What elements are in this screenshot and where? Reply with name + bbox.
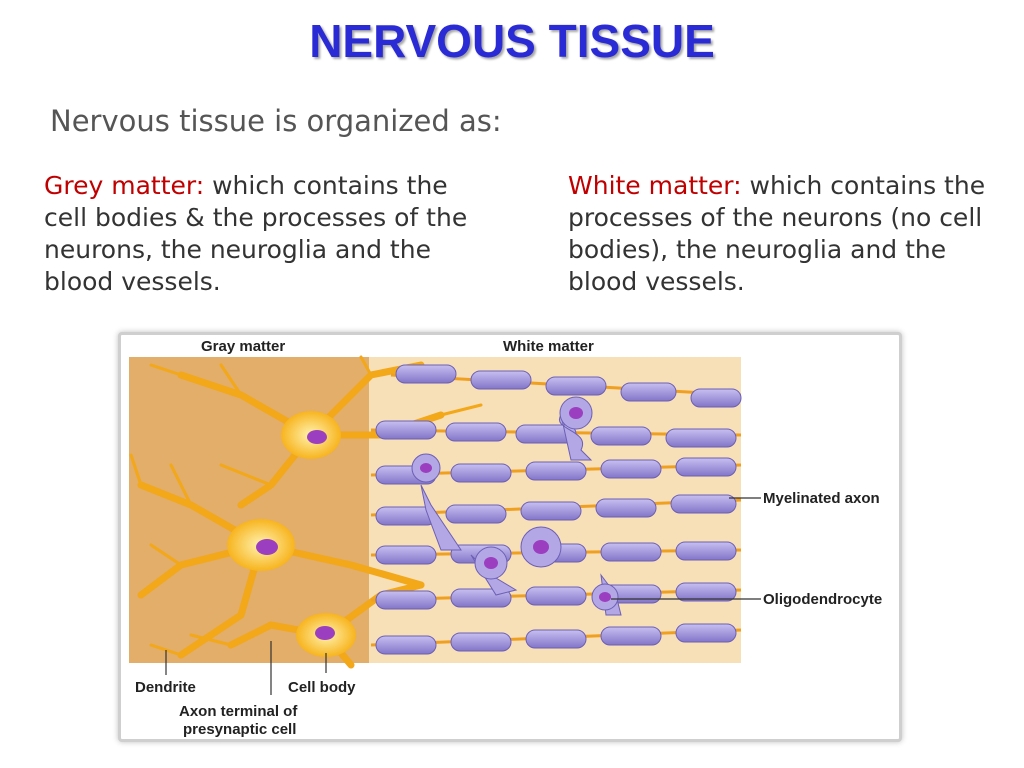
label-gray-matter: Gray matter xyxy=(201,338,285,355)
slide-subtitle: Nervous tissue is organized as: xyxy=(50,104,502,138)
slide-title: NERVOUS TISSUE xyxy=(309,15,715,67)
nucleus-2 xyxy=(256,539,278,555)
label-axon-terminal-line1: Axon terminal of xyxy=(179,703,298,720)
nucleus-3 xyxy=(315,626,335,640)
label-cell-body: Cell body xyxy=(288,679,356,696)
grey-matter-text: which contains the cell bodies & the pro… xyxy=(44,171,468,296)
grey-matter-term: Grey matter: xyxy=(44,171,205,200)
white-matter-description: White matter: which contains the process… xyxy=(568,170,988,298)
grey-matter-description: Grey matter: which contains the cell bod… xyxy=(44,170,494,298)
label-myelinated-axon: Myelinated axon xyxy=(763,490,880,507)
illustration-svg: Gray matter White matter Myelinated axon… xyxy=(129,338,882,738)
nervous-tissue-illustration: Gray matter White matter Myelinated axon… xyxy=(118,332,902,742)
oligodendrocyte-nuclei xyxy=(420,407,611,602)
label-axon-terminal-line2: presynaptic cell xyxy=(183,721,296,738)
gray-matter-region xyxy=(129,357,369,663)
label-oligodendrocyte: Oligodendrocyte xyxy=(763,591,882,608)
leader-lines xyxy=(165,497,761,695)
label-white-matter: White matter xyxy=(503,338,594,355)
white-matter-text: which contains the processes of the neur… xyxy=(568,171,986,296)
label-dendrite: Dendrite xyxy=(135,679,196,696)
white-matter-term: White matter: xyxy=(568,171,742,200)
nucleus-1 xyxy=(307,430,327,444)
